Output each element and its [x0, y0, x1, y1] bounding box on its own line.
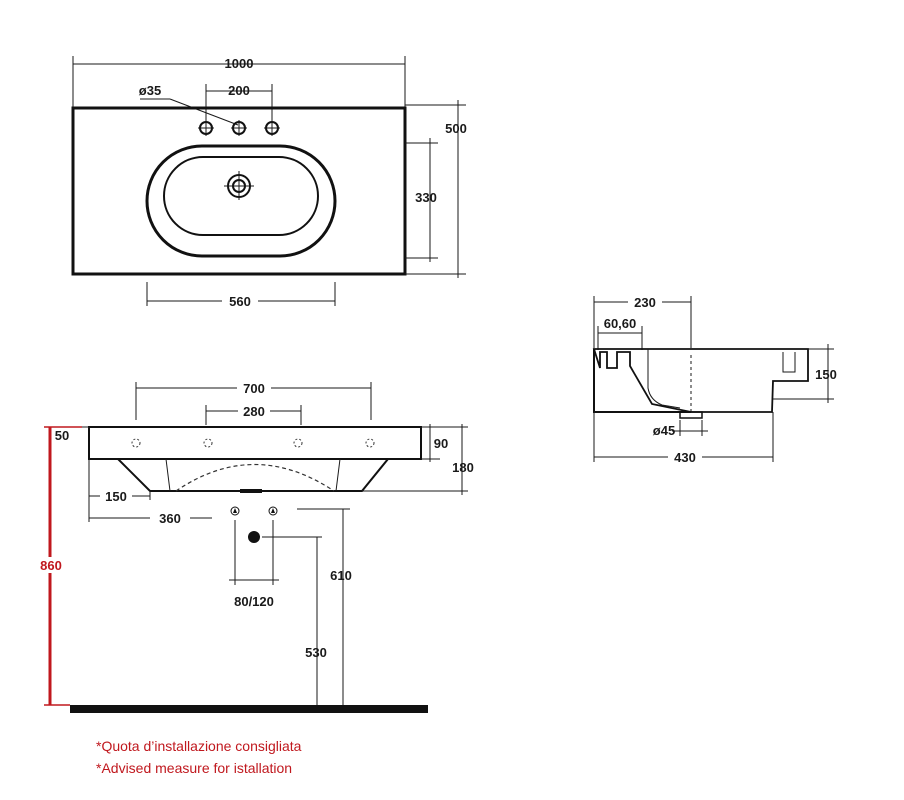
- basin-outline-top: [71, 106, 407, 276]
- dim-overall-700: 700: [243, 381, 265, 396]
- floor-line: [70, 705, 428, 713]
- side-view: 230 60,60 150 ø45 430: [592, 294, 837, 465]
- dim-supply-height-610: 610: [330, 568, 352, 583]
- dim-bowl-width-560: 560: [229, 294, 251, 309]
- dim-side-height-150: 150: [815, 367, 837, 382]
- basin-profile: [592, 348, 809, 413]
- dim-top-thickness-50: 50: [55, 428, 69, 443]
- dim-tap-hole-dia: ø35: [139, 83, 161, 98]
- dim-tap-spacing-200: 200: [228, 83, 250, 98]
- basin-body-front: [117, 458, 389, 492]
- dim-supply-spacing: 80/120: [234, 594, 274, 609]
- dim-width-1000: 1000: [225, 56, 254, 71]
- install-note-italian: *Quota d’installazione consigliata: [96, 738, 302, 754]
- front-view: 700 280 50 90 180 1: [36, 380, 474, 713]
- basin-slab-front: [88, 426, 422, 460]
- top-view: 1000 200 ø35 500: [71, 56, 467, 309]
- dim-side-depth-430: 430: [674, 450, 696, 465]
- install-note-english: *Advised measure for istallation: [96, 760, 293, 776]
- dim-drain-dia-45: ø45: [653, 423, 675, 438]
- dim-depth-500: 500: [445, 121, 467, 136]
- dim-edge-60-60: 60,60: [604, 316, 637, 331]
- dim-height-180: 180: [452, 460, 474, 475]
- dim-inner-280: 280: [243, 404, 265, 419]
- dim-center-offset-360: 360: [159, 511, 181, 526]
- drain-outlet: [248, 531, 260, 543]
- dim-install-height-860: 860: [40, 558, 62, 573]
- bowl-inner: [163, 156, 319, 236]
- dim-rim-90: 90: [434, 436, 448, 451]
- dim-leg-offset-150: 150: [105, 489, 127, 504]
- dim-top-width-230: 230: [634, 295, 656, 310]
- dim-drain-height-530: 530: [305, 645, 327, 660]
- bowl-outer: [145, 144, 337, 258]
- dim-bowl-depth-330: 330: [415, 190, 437, 205]
